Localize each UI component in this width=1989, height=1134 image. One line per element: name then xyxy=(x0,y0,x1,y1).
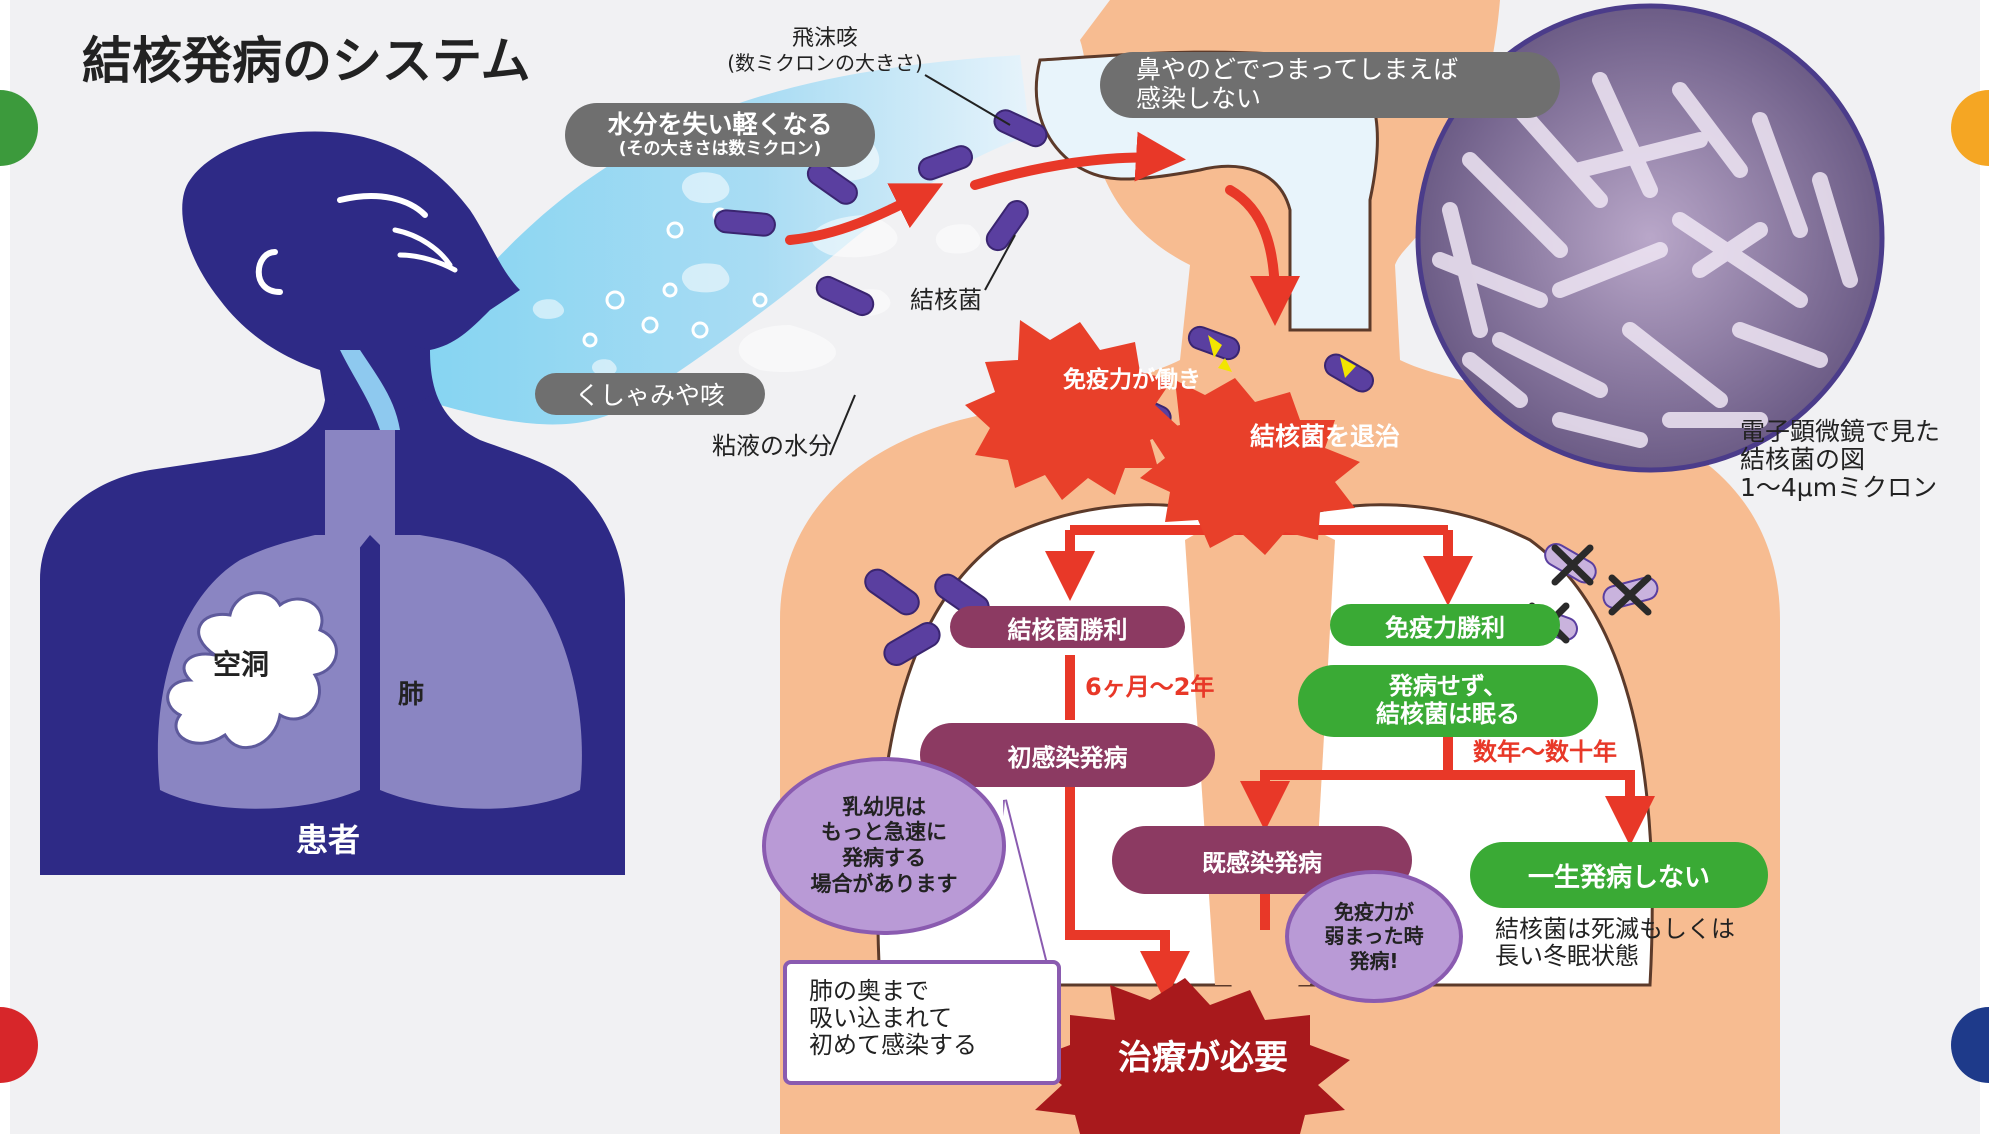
inhalation-arrows xyxy=(785,131,1300,326)
infant-line3: 発病する xyxy=(842,846,926,870)
never-note-line1: 結核菌は死滅もしくは xyxy=(1495,915,1735,943)
treatment-label: 治療が必要 xyxy=(1118,1038,1288,1078)
primary-pill: 初感染発病 xyxy=(920,723,1215,787)
corner-ornament-bottom-right xyxy=(1951,1007,1989,1083)
nose-throat-line1: 鼻やのどでつまってしまえば xyxy=(1136,55,1459,85)
microscope-line1: 電子顕微鏡で見た xyxy=(1740,417,1941,446)
corner-ornament-top-right xyxy=(1951,90,1989,166)
mucus-label: 粘液の水分 xyxy=(712,432,832,460)
evaporation-pill: 水分を失い軽くなる (その大きさは数ミクロン) xyxy=(565,103,875,167)
patient-label: 患者 xyxy=(296,821,361,859)
nose-throat-pill: 鼻やのどでつまってしまえば 感染しない xyxy=(1100,52,1560,118)
droplet-label-group: 飛沫咳 (数ミクロンの大きさ) xyxy=(690,26,960,76)
microscope-line3: 1〜4μmミクロン xyxy=(1740,473,1938,502)
immune-burst-shape xyxy=(965,320,1180,500)
nose-throat-line2: 感染しない xyxy=(1136,84,1262,113)
weakened-line1: 免疫力が xyxy=(1334,899,1414,924)
never-pill: 一生発病しない xyxy=(1470,842,1768,908)
small-droplets xyxy=(582,207,768,348)
microscope-image xyxy=(1415,3,1885,473)
corner-ornament-top-left xyxy=(0,90,38,166)
eliminate-burst-label: 結核菌を退治 xyxy=(1250,422,1401,451)
dormant-line2: 結核菌は眠る xyxy=(1376,700,1520,728)
weakened-line2: 弱まった時 xyxy=(1324,924,1424,949)
sneeze-pill: くしゃみや咳 xyxy=(535,373,765,415)
sneeze-label: くしゃみや咳 xyxy=(574,381,725,410)
droplet-size: (数ミクロンの大きさ) xyxy=(727,50,923,75)
infant-line2: もっと急速に xyxy=(821,820,947,845)
never-label: 一生発病しない xyxy=(1527,862,1710,893)
page-title: 結核発病のシステム xyxy=(82,32,531,90)
microscope-line2: 結核菌の図 xyxy=(1740,445,1866,474)
dormant-pill: 発病せず、 結核菌は眠る xyxy=(1298,665,1598,737)
corner-ornament-bottom-left xyxy=(0,1007,38,1083)
deep-lung-line1: 肺の奥まで xyxy=(809,977,929,1005)
treatment-burst-shape xyxy=(1030,978,1350,1134)
infant-note: 乳幼児は もっと急速に 発病する 場合があります xyxy=(762,757,1006,935)
deep-lung-callout: 肺の奥まで 吸い込まれて 初めて感染する xyxy=(783,960,1061,1085)
tb-wins-pill: 結核菌勝利 xyxy=(950,606,1185,648)
microscope-caption: 電子顕微鏡で見た 結核菌の図 1〜4μmミクロン xyxy=(1740,418,1940,502)
deep-lung-line3: 初めて感染する xyxy=(809,1030,977,1059)
cavity-cloud xyxy=(166,591,338,749)
weakened-line3: 発病! xyxy=(1349,948,1399,973)
post-primary-pill: 既感染発病 xyxy=(1112,826,1412,894)
infant-line1: 乳幼児は xyxy=(842,794,926,819)
primary-label: 初感染発病 xyxy=(1007,743,1128,772)
evaporation-line1: 水分を失い軽くなる xyxy=(607,109,833,139)
eliminate-burst-shape xyxy=(1140,378,1360,555)
never-note: 結核菌は死滅もしくは 長い冬眠状態 xyxy=(1495,916,1735,970)
weakened-note: 免疫力が 弱まった時 発病! xyxy=(1285,870,1463,1003)
droplet-label: 飛沫咳 xyxy=(791,26,858,51)
post-primary-label: 既感染発病 xyxy=(1202,848,1322,877)
leader-lines xyxy=(829,74,1016,456)
dormant-line1: 発病せず、 xyxy=(1388,672,1508,701)
immune-burst-label: 免疫力が働き xyxy=(1063,367,1201,393)
deep-lung-line2: 吸い込まれて xyxy=(809,1003,953,1032)
infant-line4: 場合があります xyxy=(810,871,958,896)
never-note-line2: 長い冬眠状態 xyxy=(1495,941,1639,970)
immunity-wins-label: 免疫力勝利 xyxy=(1385,613,1505,642)
evaporation-line2: (その大きさは数ミクロン) xyxy=(618,138,822,159)
immunity-wins-pill: 免疫力勝利 xyxy=(1330,604,1560,646)
cavity-label: 空洞 xyxy=(213,648,270,681)
lung-label: 肺 xyxy=(398,680,425,710)
bacteria-label: 結核菌 xyxy=(910,286,982,314)
period-short-label: 6ヶ月〜2年 xyxy=(1085,673,1215,701)
period-long-label: 数年〜数十年 xyxy=(1473,738,1617,766)
tb-wins-label: 結核菌勝利 xyxy=(1007,615,1128,644)
